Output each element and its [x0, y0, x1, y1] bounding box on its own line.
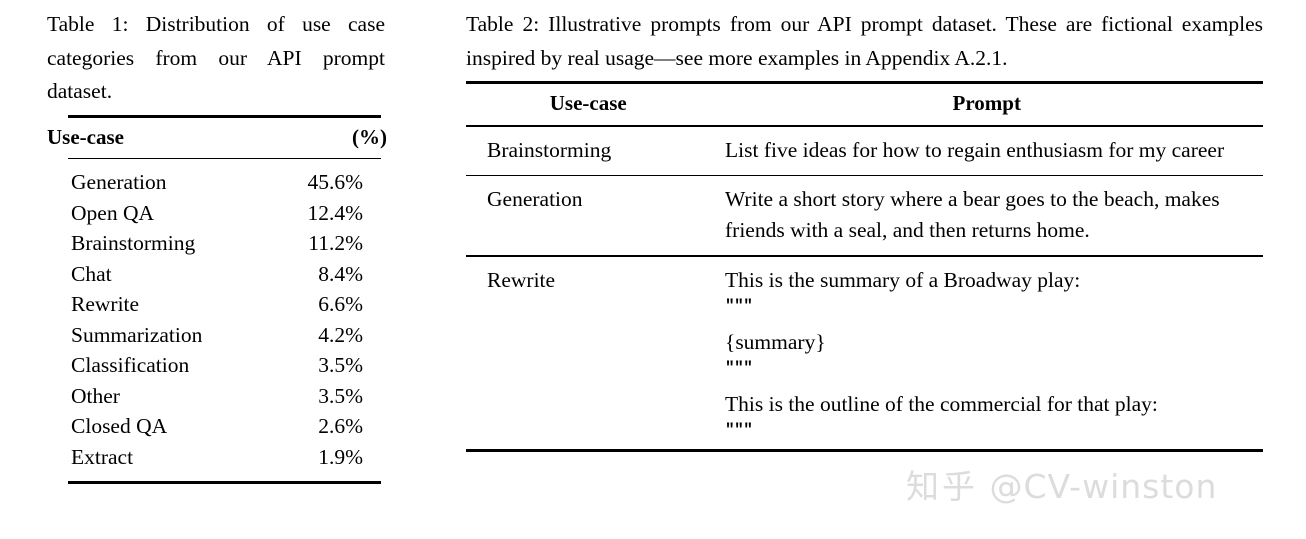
table-2-bottom-rule: [466, 448, 1263, 452]
table-1-cell-usecase: Chat: [71, 261, 112, 286]
table-row: Rewrite 6.6%: [47, 289, 387, 320]
prompt-line: This is the outline of the commercial fo…: [725, 391, 1158, 416]
table-2-cell-usecase: Generation: [487, 187, 583, 212]
table-row: Extract 1.9%: [47, 442, 387, 482]
table-2-row-separator: [466, 255, 1263, 257]
table-1-cell-usecase: Classification: [71, 353, 190, 378]
prompt-line: List five ideas for how to regain enthus…: [725, 137, 1225, 162]
table-row: Generation Write a short story where a b…: [466, 176, 1263, 255]
table-2-cell-usecase: Rewrite: [487, 267, 556, 292]
table-1-col-header-usecase: Use-case: [47, 124, 124, 149]
table-1-cell-usecase: Summarization: [71, 322, 203, 347]
table-row: Closed QA 2.6%: [47, 411, 387, 442]
table-1-cell-usecase: Generation: [71, 170, 167, 195]
prompt-line: {summary}: [725, 329, 826, 354]
prompt-line: Write a short story where a bear goes to…: [725, 187, 1220, 243]
table-1: Use-case (%): [47, 118, 387, 158]
table-row: Brainstorming List five ideas for how to…: [466, 127, 1263, 175]
table-2: Use-case Prompt: [466, 84, 1263, 125]
table-row: Brainstorming 11.2%: [47, 228, 387, 259]
watermark: 知乎 @CV-winston: [906, 460, 1217, 508]
table-1-cell-percent: 6.6%: [318, 292, 363, 317]
table-1-cell-percent: 3.5%: [318, 353, 363, 378]
triple-quote-marker: """: [725, 420, 753, 439]
table-1-bottom-rule: [68, 481, 381, 485]
table-1-cell-percent: 4.2%: [318, 322, 363, 347]
table-2-row-separator: [466, 174, 1263, 177]
table-row: Classification 3.5%: [47, 350, 387, 381]
table-1-cell-usecase: Other: [71, 383, 120, 408]
prompt-spacer: [725, 378, 1263, 389]
table-1-top-rule: [68, 114, 381, 118]
prompt-line: This is the summary of a Broadway play:: [725, 267, 1081, 292]
table-row: Generation 45.6%: [47, 159, 387, 198]
table-2-cell-usecase: Brainstorming: [487, 137, 612, 162]
table-1-cell-percent: 3.5%: [318, 383, 363, 408]
table-1-cell-percent: 45.6%: [307, 170, 363, 195]
table-1-cell-usecase: Extract: [71, 444, 134, 469]
triple-quote-marker: """: [725, 358, 753, 377]
triple-quote-marker: """: [725, 296, 753, 315]
table-1-cell-percent: 11.2%: [308, 231, 363, 256]
table-2-caption: Table 2: Illustrative prompts from our A…: [466, 12, 1263, 70]
table-2-cell-prompt: This is the summary of a Broadway play: …: [725, 257, 1263, 449]
table-1-caption: Table 1: Distribution of use case catego…: [47, 12, 385, 103]
table-row: Other 3.5%: [47, 381, 387, 412]
table-2-mid-rule: [466, 125, 1263, 127]
table-row: Open QA 12.4%: [47, 198, 387, 229]
table-row: Chat 8.4%: [47, 259, 387, 290]
table-2-header-row: Use-case Prompt: [466, 84, 1263, 125]
table-1-cell-percent: 2.6%: [318, 414, 363, 439]
table-2-cell-prompt: Write a short story where a bear goes to…: [725, 176, 1263, 255]
table-2-block: Table 2: Illustrative prompts from our A…: [466, 8, 1263, 452]
table-1-cell-percent: 1.9%: [318, 444, 363, 469]
watermark-handle: @CV-winston: [989, 467, 1218, 506]
table-1-cell-usecase: Brainstorming: [71, 231, 196, 256]
table-1-mid-rule: [68, 157, 381, 160]
table-1-col-header-percent: (%): [352, 124, 387, 149]
table-1-cell-usecase: Rewrite: [71, 292, 140, 317]
table-1-cell-usecase: Closed QA: [71, 414, 168, 439]
table-1-block: Table 1: Distribution of use case catego…: [47, 8, 387, 485]
table-2-body: Brainstorming List five ideas for how to…: [466, 127, 1263, 449]
table-1-cell-percent: 8.4%: [318, 261, 363, 286]
prompt-spacer: [725, 316, 1263, 327]
table-1-cell-usecase: Open QA: [71, 200, 154, 225]
table-row: Rewrite This is the summary of a Broadwa…: [466, 257, 1263, 449]
table-1-header-row: Use-case (%): [47, 118, 387, 158]
table-row: Summarization 4.2%: [47, 320, 387, 351]
watermark-logo-text: 知乎: [906, 467, 978, 506]
table-2-col-header-usecase: Use-case: [549, 91, 627, 115]
table-1-body: Generation 45.6% Open QA 12.4% Brainstor…: [47, 159, 387, 481]
table-1-cell-percent: 12.4%: [307, 200, 363, 225]
table-2-top-rule: [466, 81, 1263, 84]
table-2-col-header-prompt: Prompt: [952, 91, 1021, 115]
table-2-cell-prompt: List five ideas for how to regain enthus…: [725, 127, 1263, 175]
